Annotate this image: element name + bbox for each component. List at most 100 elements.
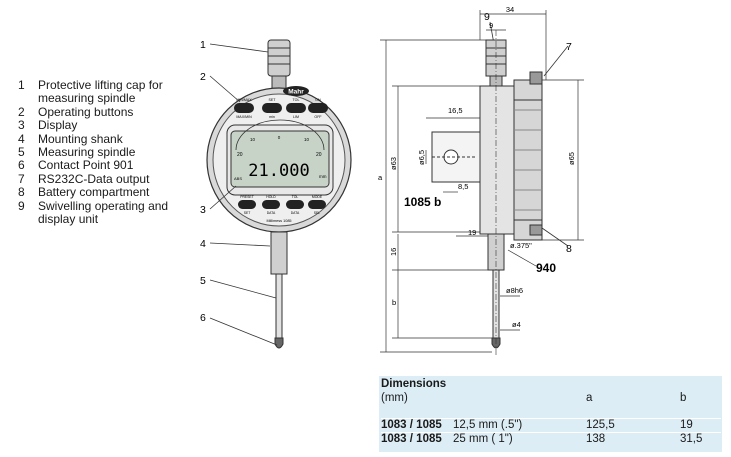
legend-text: Display [38, 118, 78, 133]
button-label: TOL [292, 195, 299, 199]
dim-phi-6-5: ø6,5 [417, 150, 426, 165]
button-label: TOL [293, 98, 300, 102]
row-stroke: 12,5 mm (.5") [453, 419, 523, 431]
button-label: SEL [314, 211, 321, 215]
brand-label: Mahr [288, 89, 304, 96]
legend-item: 5 Measuring spindle [18, 145, 178, 160]
dim-phi-63: ø63 [389, 157, 398, 170]
legend-number: 9 [18, 198, 25, 213]
tol-button[interactable] [286, 103, 306, 113]
top-buttons: MIN/MAX SET TOL ON MAX/MIN min LIM OFF [234, 98, 328, 119]
dim-a: a [378, 173, 383, 182]
callout-leaders [209, 21, 569, 346]
callout-number: 8 [566, 243, 572, 255]
button-label: MIN/MAX [236, 98, 252, 102]
contact-point [274, 337, 284, 349]
table-col-b: b [680, 392, 687, 404]
legend-text: Protective lifting cap for measuring spi… [38, 78, 163, 106]
button-label: min [269, 115, 275, 119]
dimension-lines [380, 10, 584, 353]
legend-text: Battery compartment [38, 185, 150, 200]
legend-item: 2 Operating buttons [18, 104, 178, 119]
callout-number: 6 [200, 312, 206, 324]
callout-number: 7 [566, 41, 572, 53]
row-stroke: 25 mm ( 1") [453, 433, 513, 445]
shank-spindle [270, 231, 288, 349]
dim-phi-4: ø4 [512, 320, 521, 329]
legend-text: Mounting shank [38, 131, 123, 146]
legend-number: 4 [18, 131, 25, 146]
legend-item: 9 Swivelling operating and display unit [18, 198, 178, 227]
legend-number: 2 [18, 104, 25, 119]
dim-16: 16 [389, 248, 398, 256]
table-title: Dimensions [381, 378, 447, 390]
button-label: SET [244, 211, 251, 215]
button-label: OFF [314, 115, 322, 119]
display-reading: 21.000 [248, 161, 309, 181]
legend-number: 7 [18, 171, 25, 186]
scale-right-label: 20 [316, 152, 322, 158]
legend-number: 3 [18, 118, 25, 133]
dim-b: b [392, 298, 396, 307]
mode-button[interactable] [308, 200, 326, 209]
legend-number: 8 [18, 185, 25, 200]
min-max-button[interactable] [234, 103, 254, 113]
callout-number: 9 [484, 11, 490, 23]
callout-number: 3 [200, 204, 206, 216]
callout-numbers: 1 2 3 4 5 6 7 8 9 [200, 11, 572, 324]
callout-number: 5 [200, 275, 206, 287]
scale-left-label: 20 [237, 152, 243, 158]
lcd-display [230, 130, 330, 188]
hold-button[interactable] [262, 200, 280, 209]
label-940: 940 [536, 261, 556, 275]
legend-number: 5 [18, 145, 25, 160]
legend-text: Contact Point 901 [38, 158, 134, 173]
set-button[interactable] [262, 103, 282, 113]
dim-34: 34 [506, 5, 514, 14]
dim-phi-375: ø.375" [510, 241, 532, 250]
row-a: 125,5 [586, 419, 615, 431]
callout-number: 4 [200, 238, 206, 250]
table-col-a: a [586, 392, 593, 404]
legend-text: Swivelling operating and display unit [38, 198, 169, 227]
button-label: ON [315, 98, 321, 102]
dim-9: 9 [489, 21, 493, 30]
button-label: MODE [312, 195, 323, 199]
dim-phi-8h6: ø8h6 [506, 286, 523, 295]
legend-item: 1 Protective lifting cap for measuring sp… [18, 78, 178, 106]
legend-number: 6 [18, 158, 25, 173]
row-b: 31,5 [680, 433, 703, 445]
dim-8-5: 8,5 [458, 182, 468, 191]
legend-number: 1 [18, 78, 25, 92]
table-row: 1083 / 1085 25 mm ( 1") 138 31,5 [381, 432, 721, 447]
dim-phi-65: ø65 [567, 152, 576, 165]
button-label: HOLD [266, 195, 276, 199]
bottom-buttons: PRESET HOLD TOL MODE SET DATA DATA SEL [238, 195, 326, 215]
scale-mid-right-label: 10 [304, 137, 310, 142]
on-off-button[interactable] [308, 103, 328, 113]
legend-text: Operating buttons [38, 104, 134, 119]
preset-button[interactable] [238, 200, 256, 209]
data-button[interactable] [286, 200, 304, 209]
abs-label: ABS [234, 176, 242, 181]
row-model: 1083 / 1085 [381, 419, 442, 431]
legend-item: 3 Display [18, 118, 178, 133]
side-view [431, 30, 543, 356]
row-a: 138 [586, 433, 606, 445]
legend-text: Measuring spindle [38, 145, 136, 160]
row-b: 19 [680, 419, 693, 431]
dim-16-5: 16,5 [448, 106, 463, 115]
scale-zero-label: 0 [278, 135, 281, 140]
scale-mid-left-label: 10 [250, 137, 256, 142]
table-unit: (mm) [381, 392, 408, 404]
button-label: SET [269, 98, 277, 102]
legend-item: 8 Battery compartment [18, 185, 178, 200]
mahr-logo [283, 86, 309, 96]
table-row: 1083 / 1085 12,5 mm (.5") 125,5 19 [381, 418, 721, 433]
parts-legend: 1 Protective lifting cap for measuring sp… [18, 78, 178, 227]
legend-item: 6 Contact Point 901 [18, 158, 178, 173]
gauge-body [206, 87, 352, 233]
callout-number: 1 [200, 39, 206, 51]
